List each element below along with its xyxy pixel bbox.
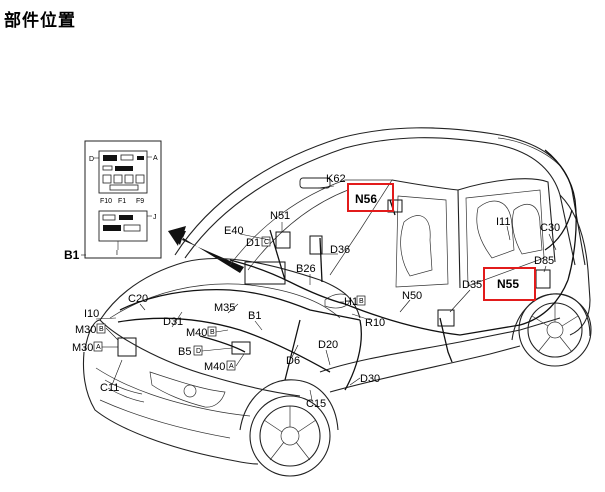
leader-lines (81, 185, 557, 401)
label-d1: D1 (246, 237, 260, 249)
inset-label-a: A (153, 155, 158, 162)
label-m40-b: M40 (186, 327, 207, 339)
tag-h1: B (359, 298, 364, 305)
tag-m30-b: B (99, 326, 104, 333)
label-d31: D31 (163, 316, 183, 328)
tag-d1: C (264, 239, 269, 246)
label-h1: H1 (344, 296, 358, 308)
label-m30-a: M30 (72, 342, 93, 354)
page-title: 部件位置 (4, 11, 76, 31)
label-d20: D20 (318, 339, 338, 351)
label-i11: I11 (496, 216, 510, 228)
inset-label-j: J (153, 214, 157, 221)
inset-label-f1: F1 (118, 198, 126, 205)
label-c20: C20 (128, 293, 148, 305)
inset-label-f9: F9 (136, 198, 144, 205)
label-d36: D36 (330, 244, 350, 256)
label-d35: D35 (462, 279, 482, 291)
label-r10: R10 (365, 317, 385, 329)
label-n56: N56 (355, 192, 377, 206)
tag-m30-a: A (96, 344, 101, 351)
highlight-box-n55 (483, 267, 536, 301)
pointer-arrow (168, 226, 244, 273)
highlight-box-n56 (347, 183, 394, 212)
tag-m40-a: A (229, 363, 234, 370)
label-b1-inset: B1 (64, 248, 80, 262)
label-m40-a: M40 (204, 361, 225, 373)
label-m35: M35 (214, 302, 235, 314)
label-n50: N50 (402, 290, 422, 302)
label-c11: C11 (100, 382, 119, 394)
label-c15: C15 (306, 398, 326, 410)
label-d6: D6 (286, 355, 300, 367)
label-e40: E40 (224, 225, 244, 237)
label-d30: D30 (360, 373, 380, 385)
car-outline (82, 127, 592, 477)
callout-labels: B1 K62 N56 N51 E40 D1 C D36 B26 I11 C30 … (64, 173, 560, 410)
inset-label-f10: F10 (100, 198, 112, 205)
label-b1: B1 (248, 310, 261, 322)
label-b26: B26 (296, 263, 316, 275)
fusebox-inset: D A F10 F1 F9 J I (84, 140, 162, 259)
inset-label-d: D (89, 156, 94, 163)
label-n55: N55 (497, 277, 519, 291)
label-n51: N51 (270, 210, 290, 222)
wiring-harness (117, 149, 577, 391)
tag-b5: D (196, 348, 201, 355)
label-k62: K62 (326, 173, 346, 185)
label-i10: I10 (84, 308, 99, 320)
label-d85: D85 (534, 255, 554, 267)
label-m30-b: M30 (75, 324, 96, 336)
tag-m40-b: B (210, 329, 215, 336)
label-b5: B5 (178, 346, 191, 358)
label-c30: C30 (540, 222, 560, 234)
inset-label-i: I (116, 250, 118, 257)
